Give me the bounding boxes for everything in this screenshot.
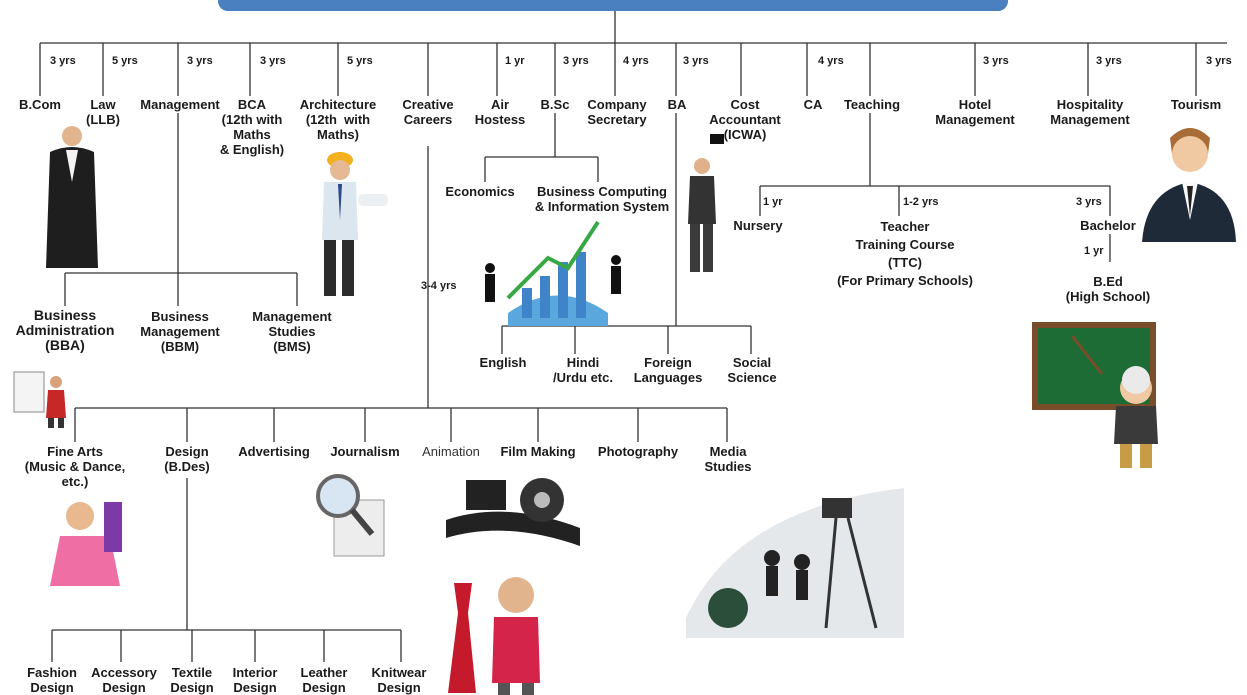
course-company-secretary: Company Secretary: [587, 97, 647, 127]
fashion-designer-illustration: [448, 577, 540, 695]
course-journalism: Journalism: [330, 444, 400, 459]
course-english: English: [479, 355, 527, 370]
course-ca: CA: [803, 97, 823, 112]
film-crew-illustration: [686, 488, 904, 638]
presenter-illustration: [13, 371, 66, 428]
course-hotel-management: Hotel Management: [935, 97, 1015, 127]
course-bcom: B.Com: [19, 97, 61, 112]
course-air-hostess: Air Hostess: [474, 97, 526, 127]
course-bcis: Business Computing & Information System: [534, 184, 670, 214]
duration-management: 3 yrs: [187, 55, 213, 67]
course-bbm: Business Management (BBM): [140, 309, 220, 354]
course-social-science: Social Science: [727, 355, 777, 385]
business-growth-illustration: [485, 220, 621, 326]
course-bms: Management Studies (BMS): [252, 309, 332, 354]
course-animation: Animation: [422, 444, 480, 459]
course-tourism: Tourism: [1170, 97, 1222, 112]
duration-ca: 4 yrs: [818, 55, 844, 67]
duration-architecture: 5 yrs: [347, 55, 373, 67]
duration-company-secretary: 4 yrs: [623, 55, 649, 67]
duration-bcom: 3 yrs: [50, 55, 76, 67]
artist-illustration: [50, 502, 122, 586]
title-bar: [218, 0, 1008, 11]
duration-ba: 3 yrs: [683, 55, 709, 67]
course-hospitality-management: Hospitality Management: [1050, 97, 1130, 127]
duration-bed: 1 yr: [1084, 245, 1104, 257]
course-bachelor: Bachelor: [1080, 218, 1136, 233]
course-bsc: B.Sc: [540, 97, 570, 112]
duration-bsc: 3 yrs: [563, 55, 589, 67]
course-architecture: Architecture (12th with Maths): [299, 97, 377, 142]
course-cost-accountant: Cost Accountant (ICWA): [709, 97, 781, 142]
duration-nursery: 1 yr: [763, 196, 783, 208]
course-advertising: Advertising: [238, 444, 310, 459]
course-fine-arts: Fine Arts (Music & Dance, etc.): [24, 444, 126, 489]
duration-air-hostess: 1 yr: [505, 55, 525, 67]
course-nursery: Nursery: [733, 218, 783, 233]
teacher-blackboard-illustration: [1032, 322, 1158, 468]
graduate-illustration: [688, 134, 724, 272]
duration-bca: 3 yrs: [260, 55, 286, 67]
duration-hospitality-management: 3 yrs: [1096, 55, 1122, 67]
duration-tourism: 3 yrs: [1206, 55, 1232, 67]
course-textile-design: Textile Design: [170, 665, 214, 695]
duration-bachelor: 3 yrs: [1076, 196, 1102, 208]
course-fashion-design: Fashion Design: [27, 665, 77, 695]
businessman-illustration: [1142, 128, 1236, 242]
course-film-making: Film Making: [500, 444, 576, 459]
duration-law: 5 yrs: [112, 55, 138, 67]
newspaper-magnifier-illustration: [316, 474, 385, 557]
course-bba: Business Administration (BBA): [15, 307, 115, 353]
architect-illustration: [322, 152, 388, 296]
lawyer-illustration: [46, 126, 98, 268]
course-management: Management: [140, 97, 220, 112]
course-teaching: Teaching: [843, 97, 901, 112]
course-foreign-languages: Foreign Languages: [633, 355, 703, 385]
course-ba: BA: [667, 97, 687, 112]
course-ttc: Teacher Training Course (TTC) (For Prima…: [837, 219, 973, 288]
course-interior-design: Interior Design: [232, 665, 278, 695]
course-economics: Economics: [445, 184, 515, 199]
course-photography: Photography: [597, 444, 679, 459]
course-bca: BCA (12th with Maths & English): [219, 97, 285, 157]
duration-hotel-management: 3 yrs: [983, 55, 1009, 67]
course-creative-careers: Creative Careers: [402, 97, 454, 127]
duration-ttc: 1-2 yrs: [903, 196, 939, 208]
course-media-studies: Media Studies: [704, 444, 752, 474]
course-knitwear-design: Knitwear Design: [371, 665, 427, 695]
course-bed: B.Ed (High School): [1065, 274, 1151, 304]
course-law: Law (LLB): [86, 97, 120, 127]
course-accessory-design: Accessory Design: [91, 665, 157, 695]
course-design: Design (B.Des): [164, 444, 210, 474]
film-reel-illustration: [446, 478, 580, 546]
course-hindi: Hindi /Urdu etc.: [553, 355, 613, 385]
course-leather-design: Leather Design: [300, 665, 348, 695]
duration-bsc-sub: 3-4 yrs: [421, 280, 457, 292]
